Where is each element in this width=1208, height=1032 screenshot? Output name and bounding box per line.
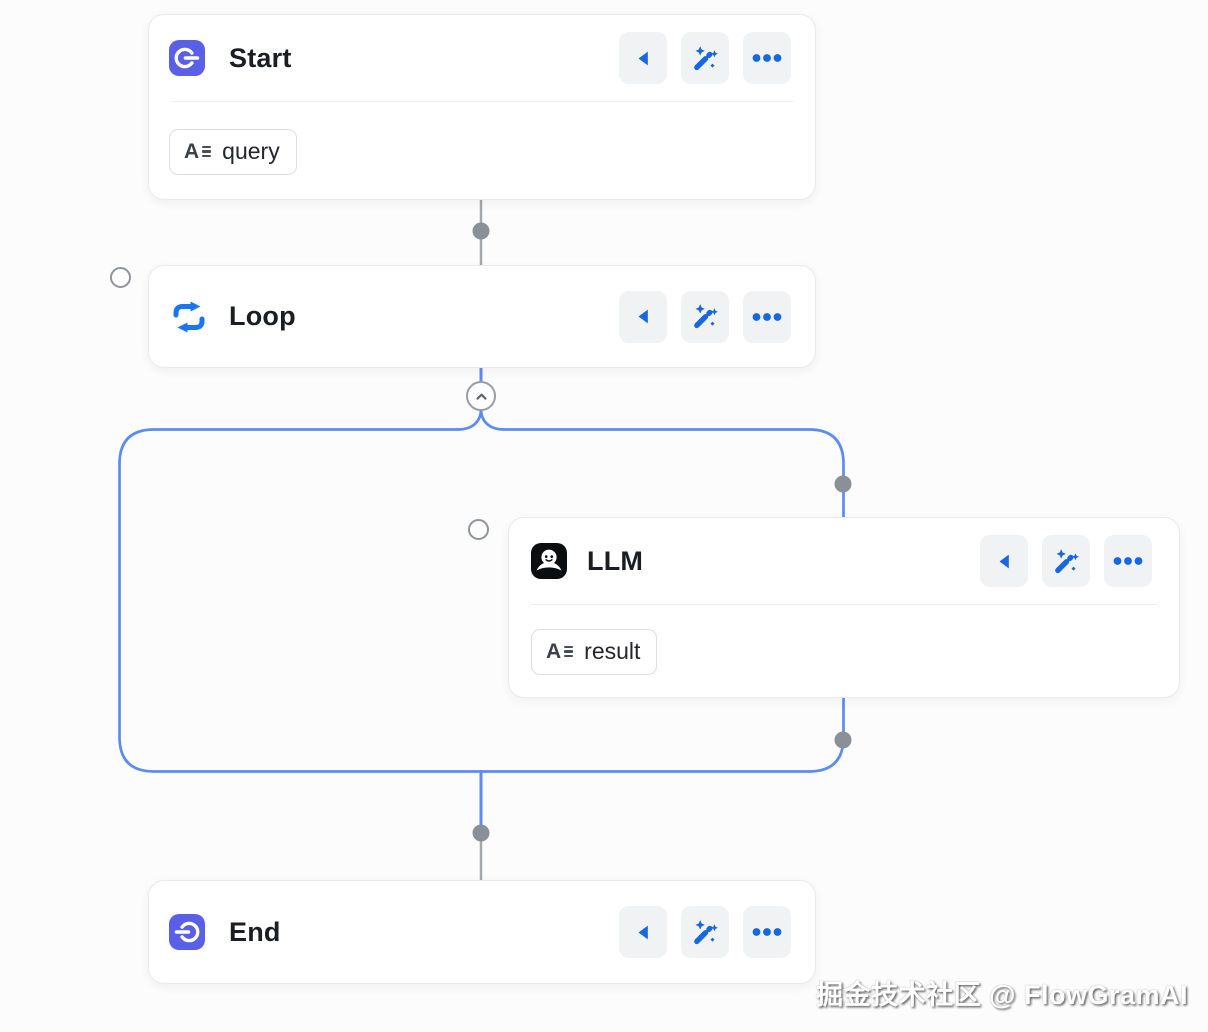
tag-label: result — [584, 638, 641, 664]
header-divider — [531, 604, 1157, 605]
more-actions-button[interactable] — [743, 290, 791, 343]
output-variable-tag: A query — [169, 129, 297, 175]
header-divider — [171, 101, 793, 102]
tag-label: query — [222, 138, 280, 164]
loop-icon — [169, 300, 209, 334]
ellipsis-icon — [752, 311, 782, 323]
collapse-node-button[interactable] — [980, 535, 1028, 587]
ellipsis-icon — [1113, 555, 1143, 567]
collapse-left-icon — [632, 47, 655, 70]
chevron-up-icon — [472, 387, 491, 406]
node-start[interactable]: Start A query — [148, 14, 816, 200]
text-variable-icon: A — [546, 641, 574, 662]
end-icon — [169, 914, 205, 950]
collapse-node-button[interactable] — [619, 906, 667, 958]
magic-wand-icon — [691, 44, 720, 73]
node-start-header: Start — [149, 15, 815, 101]
ai-assist-button[interactable] — [681, 32, 729, 84]
node-title: LLM — [587, 545, 644, 576]
connection-dot — [834, 731, 852, 749]
connection-dot — [472, 824, 490, 842]
collapse-left-icon — [632, 921, 655, 944]
magic-wand-icon — [691, 302, 720, 331]
more-actions-button[interactable] — [743, 906, 791, 958]
watermark-text: 掘金技术社区 @ FlowGramAI — [816, 980, 1188, 1010]
node-llm[interactable]: LLM A result — [508, 517, 1180, 698]
node-loop-header: Loop — [149, 266, 815, 367]
node-start-body: A query — [149, 102, 815, 202]
port-llm-input[interactable] — [468, 519, 489, 540]
connection-dot — [834, 475, 852, 493]
node-title: Loop — [229, 301, 296, 331]
port-loop-input[interactable] — [110, 267, 131, 288]
ai-assist-button[interactable] — [681, 290, 729, 343]
node-title: Start — [229, 42, 292, 73]
node-toolbar — [619, 32, 791, 84]
node-llm-body: A result — [509, 605, 1179, 699]
node-llm-header: LLM — [509, 518, 1179, 604]
text-variable-icon: A — [184, 141, 212, 162]
collapse-node-button[interactable] — [619, 32, 667, 84]
ellipsis-icon — [752, 52, 782, 64]
magic-wand-icon — [691, 918, 720, 947]
magic-wand-icon — [1052, 547, 1081, 576]
node-toolbar — [619, 906, 791, 958]
collapse-left-icon — [632, 305, 655, 328]
ai-assist-button[interactable] — [1042, 535, 1090, 587]
node-toolbar — [619, 290, 791, 343]
ai-assist-button[interactable] — [681, 906, 729, 958]
connection-dot — [472, 222, 490, 240]
collapse-node-button[interactable] — [619, 290, 667, 343]
more-actions-button[interactable] — [743, 32, 791, 84]
collapse-loop-body-button[interactable] — [466, 381, 496, 411]
node-loop[interactable]: Loop — [148, 265, 816, 368]
node-title: End — [229, 916, 281, 947]
collapse-left-icon — [993, 550, 1016, 573]
node-end[interactable]: End — [148, 880, 816, 984]
more-actions-button[interactable] — [1104, 535, 1152, 587]
robot-icon — [531, 543, 567, 579]
start-icon — [169, 40, 205, 76]
node-toolbar — [980, 535, 1152, 587]
output-variable-tag: A result — [531, 629, 658, 675]
ellipsis-icon — [752, 926, 782, 938]
node-end-header: End — [149, 881, 815, 983]
